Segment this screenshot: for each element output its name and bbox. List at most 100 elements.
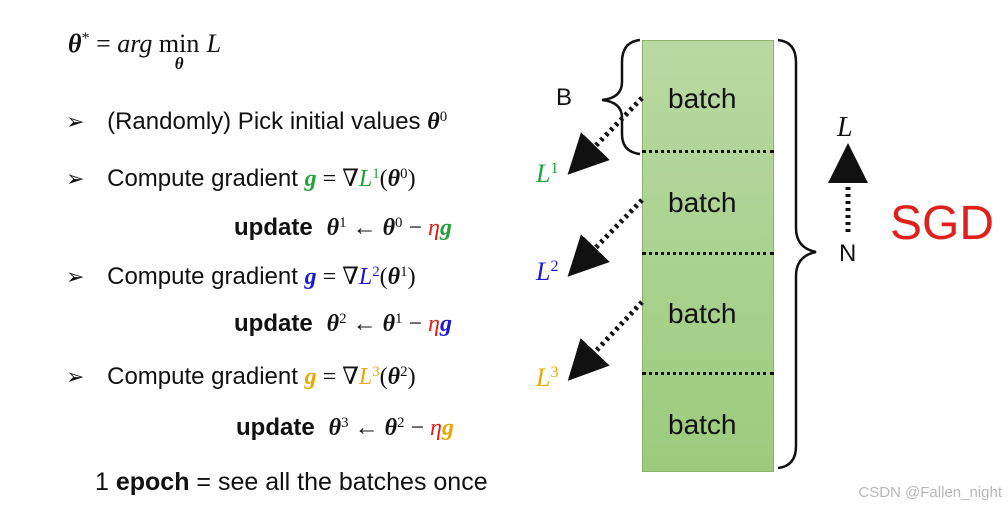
eta-symbol: η bbox=[430, 415, 442, 441]
bullet-icon: ➢ bbox=[66, 264, 85, 289]
loss-symbol: L bbox=[206, 29, 222, 58]
bullet-icon: ➢ bbox=[66, 166, 85, 191]
theta-symbol: θ bbox=[387, 264, 401, 290]
star-sup: * bbox=[81, 30, 90, 48]
sgd-title: SGD bbox=[890, 197, 995, 250]
step-text: (Randomly) Pick initial values bbox=[107, 108, 428, 135]
loss-label: L bbox=[837, 112, 853, 143]
right-brace-icon bbox=[777, 38, 817, 470]
dotted-arrow-icon bbox=[567, 300, 644, 381]
theta-sup: 3 bbox=[341, 414, 349, 431]
step-gradient-3: ➢ Compute gradient g = ∇L3(θ2) bbox=[66, 362, 416, 391]
theta-symbol: θ bbox=[387, 166, 401, 192]
gradient-g: g bbox=[441, 415, 454, 441]
gradient-g: g bbox=[439, 311, 452, 337]
theta-sup: 0 bbox=[439, 108, 448, 125]
dotted-arrow-icon bbox=[567, 198, 644, 277]
theta-symbol: θ bbox=[427, 109, 440, 135]
theta-symbol: θ bbox=[387, 364, 401, 390]
watermark: CSDN @Fallen_night bbox=[858, 484, 1002, 501]
nabla: = ∇ bbox=[316, 264, 359, 290]
step-gradient-2: ➢ Compute gradient g = ∇L2(θ1) bbox=[66, 262, 416, 291]
gradient-g: g bbox=[304, 166, 317, 192]
n-label: N bbox=[839, 240, 857, 267]
nabla: = ∇ bbox=[316, 364, 359, 390]
minus: − bbox=[402, 311, 429, 337]
left-arrow: ← bbox=[348, 415, 385, 441]
side-loss-3: L3 bbox=[536, 362, 559, 393]
paren: ( bbox=[379, 364, 388, 390]
side-sup: 2 bbox=[550, 258, 559, 276]
batch-divider bbox=[642, 150, 774, 153]
loss-sup: 3 bbox=[372, 363, 380, 380]
bullet-icon: ➢ bbox=[66, 109, 85, 134]
step-text: Compute gradient bbox=[107, 263, 305, 290]
side-sup: 3 bbox=[550, 364, 559, 382]
theta-sup: 0 bbox=[400, 165, 408, 182]
update-word: update bbox=[236, 414, 315, 441]
update-word: update bbox=[234, 214, 313, 241]
paren: ) bbox=[407, 264, 416, 290]
theta-sup: 2 bbox=[397, 414, 405, 431]
minus: − bbox=[404, 415, 431, 441]
theta-sup: 1 bbox=[395, 310, 403, 327]
theta-symbol: θ bbox=[326, 311, 340, 337]
loss-sup: 2 bbox=[372, 263, 380, 280]
epoch-text: = see all the batches once bbox=[189, 468, 488, 496]
side-loss-1: L1 bbox=[536, 158, 559, 189]
min-subscript: θ bbox=[174, 54, 184, 73]
dotted-arrow-icon bbox=[567, 96, 644, 175]
batch-divider bbox=[642, 372, 774, 375]
arg-text: arg bbox=[117, 29, 159, 58]
side-loss-2: L2 bbox=[536, 256, 559, 287]
paren: ( bbox=[379, 264, 388, 290]
theta-sup: 2 bbox=[339, 310, 347, 327]
theta-sup: 1 bbox=[339, 214, 347, 231]
left-arrow: ← bbox=[346, 311, 383, 337]
paren: ( bbox=[379, 166, 388, 192]
theta-symbol: θ bbox=[382, 311, 396, 337]
equals: = bbox=[89, 29, 118, 58]
left-arrow: ← bbox=[346, 215, 383, 241]
nabla: = ∇ bbox=[316, 166, 359, 192]
side-L: L bbox=[536, 257, 551, 286]
left-brace-icon bbox=[601, 38, 641, 156]
side-L: L bbox=[536, 159, 551, 188]
step-text: Compute gradient bbox=[107, 363, 305, 390]
theta-sup: 1 bbox=[400, 263, 408, 280]
epoch-definition: 1 epoch = see all the batches once bbox=[95, 468, 488, 497]
eta-symbol: η bbox=[428, 215, 440, 241]
gradient-g: g bbox=[304, 364, 317, 390]
eta-symbol: η bbox=[428, 311, 440, 337]
theta-symbol: θ bbox=[328, 415, 342, 441]
loss-L: L bbox=[358, 264, 373, 290]
loss-L: L bbox=[358, 364, 373, 390]
minus: − bbox=[402, 215, 429, 241]
batch-label: batch bbox=[668, 409, 737, 440]
epoch-number: 1 bbox=[95, 468, 116, 496]
theta-symbol: θ bbox=[384, 415, 398, 441]
theta-sup: 0 bbox=[395, 214, 403, 231]
epoch-word: epoch bbox=[115, 468, 190, 496]
paren: ) bbox=[407, 364, 416, 390]
batch-stack bbox=[642, 40, 774, 472]
step-gradient-1: ➢ Compute gradient g = ∇L1(θ0) bbox=[66, 164, 416, 193]
side-L: L bbox=[536, 363, 551, 392]
theta-sup: 2 bbox=[400, 363, 408, 380]
paren: ) bbox=[407, 166, 416, 192]
batch-label: batch bbox=[668, 298, 737, 329]
batch-size-label: B bbox=[556, 84, 573, 111]
min-text: min bbox=[158, 29, 200, 58]
theta-symbol: θ bbox=[326, 215, 340, 241]
theta-symbol: θ bbox=[68, 29, 82, 58]
batch-label: batch bbox=[668, 187, 737, 218]
loss-sup: 1 bbox=[372, 165, 380, 182]
theta-symbol: θ bbox=[382, 215, 396, 241]
gradient-g: g bbox=[439, 215, 452, 241]
batch-divider bbox=[642, 252, 774, 255]
step-text: Compute gradient bbox=[107, 165, 305, 192]
